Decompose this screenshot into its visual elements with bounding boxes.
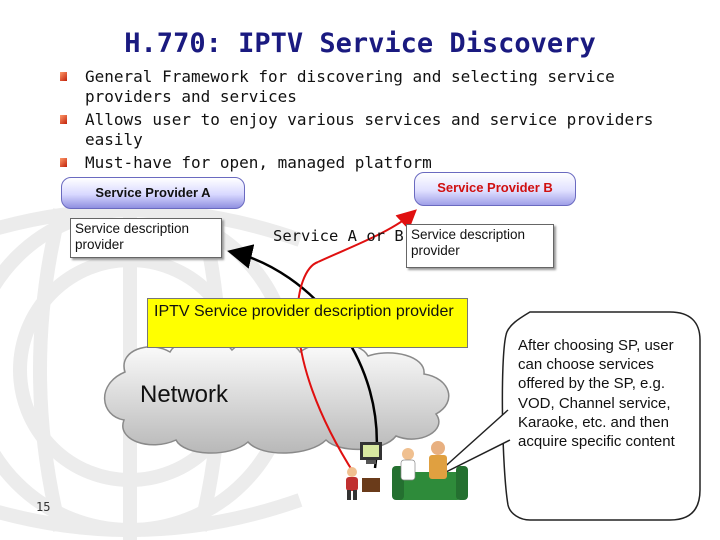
service-description-provider-a: Service description provider [70,218,222,258]
bullet-item: General Framework for discovering and se… [60,67,710,107]
bullet-square-icon [60,72,67,81]
service-provider-a: Service Provider A [61,177,245,209]
bullet-square-icon [60,158,67,167]
bullet-text: Must-have for open, managed platform [85,153,432,172]
service-choice-label: Service A or B [273,227,404,245]
service-provider-b: Service Provider B [414,172,576,206]
bullet-square-icon [60,115,67,124]
network-label: Network [140,381,229,408]
bullet-list: General Framework for discovering and se… [60,67,710,179]
page-number: 15 [36,500,51,514]
callout-text: After choosing SP, user can choose servi… [518,337,675,451]
people-watching-tv-icon [346,441,468,500]
iptv-service-provider-description-box: IPTV Service provider description provid… [147,298,468,348]
page-title: H.770: IPTV Service Discovery [124,28,596,59]
bullet-text: Allows user to enjoy various services an… [85,110,654,149]
service-description-provider-b: Service description provider [406,224,554,268]
bullet-text: General Framework for discovering and se… [85,67,615,106]
bullet-item: Must-have for open, managed platform [60,153,710,173]
bullet-item: Allows user to enjoy various services an… [60,110,710,150]
